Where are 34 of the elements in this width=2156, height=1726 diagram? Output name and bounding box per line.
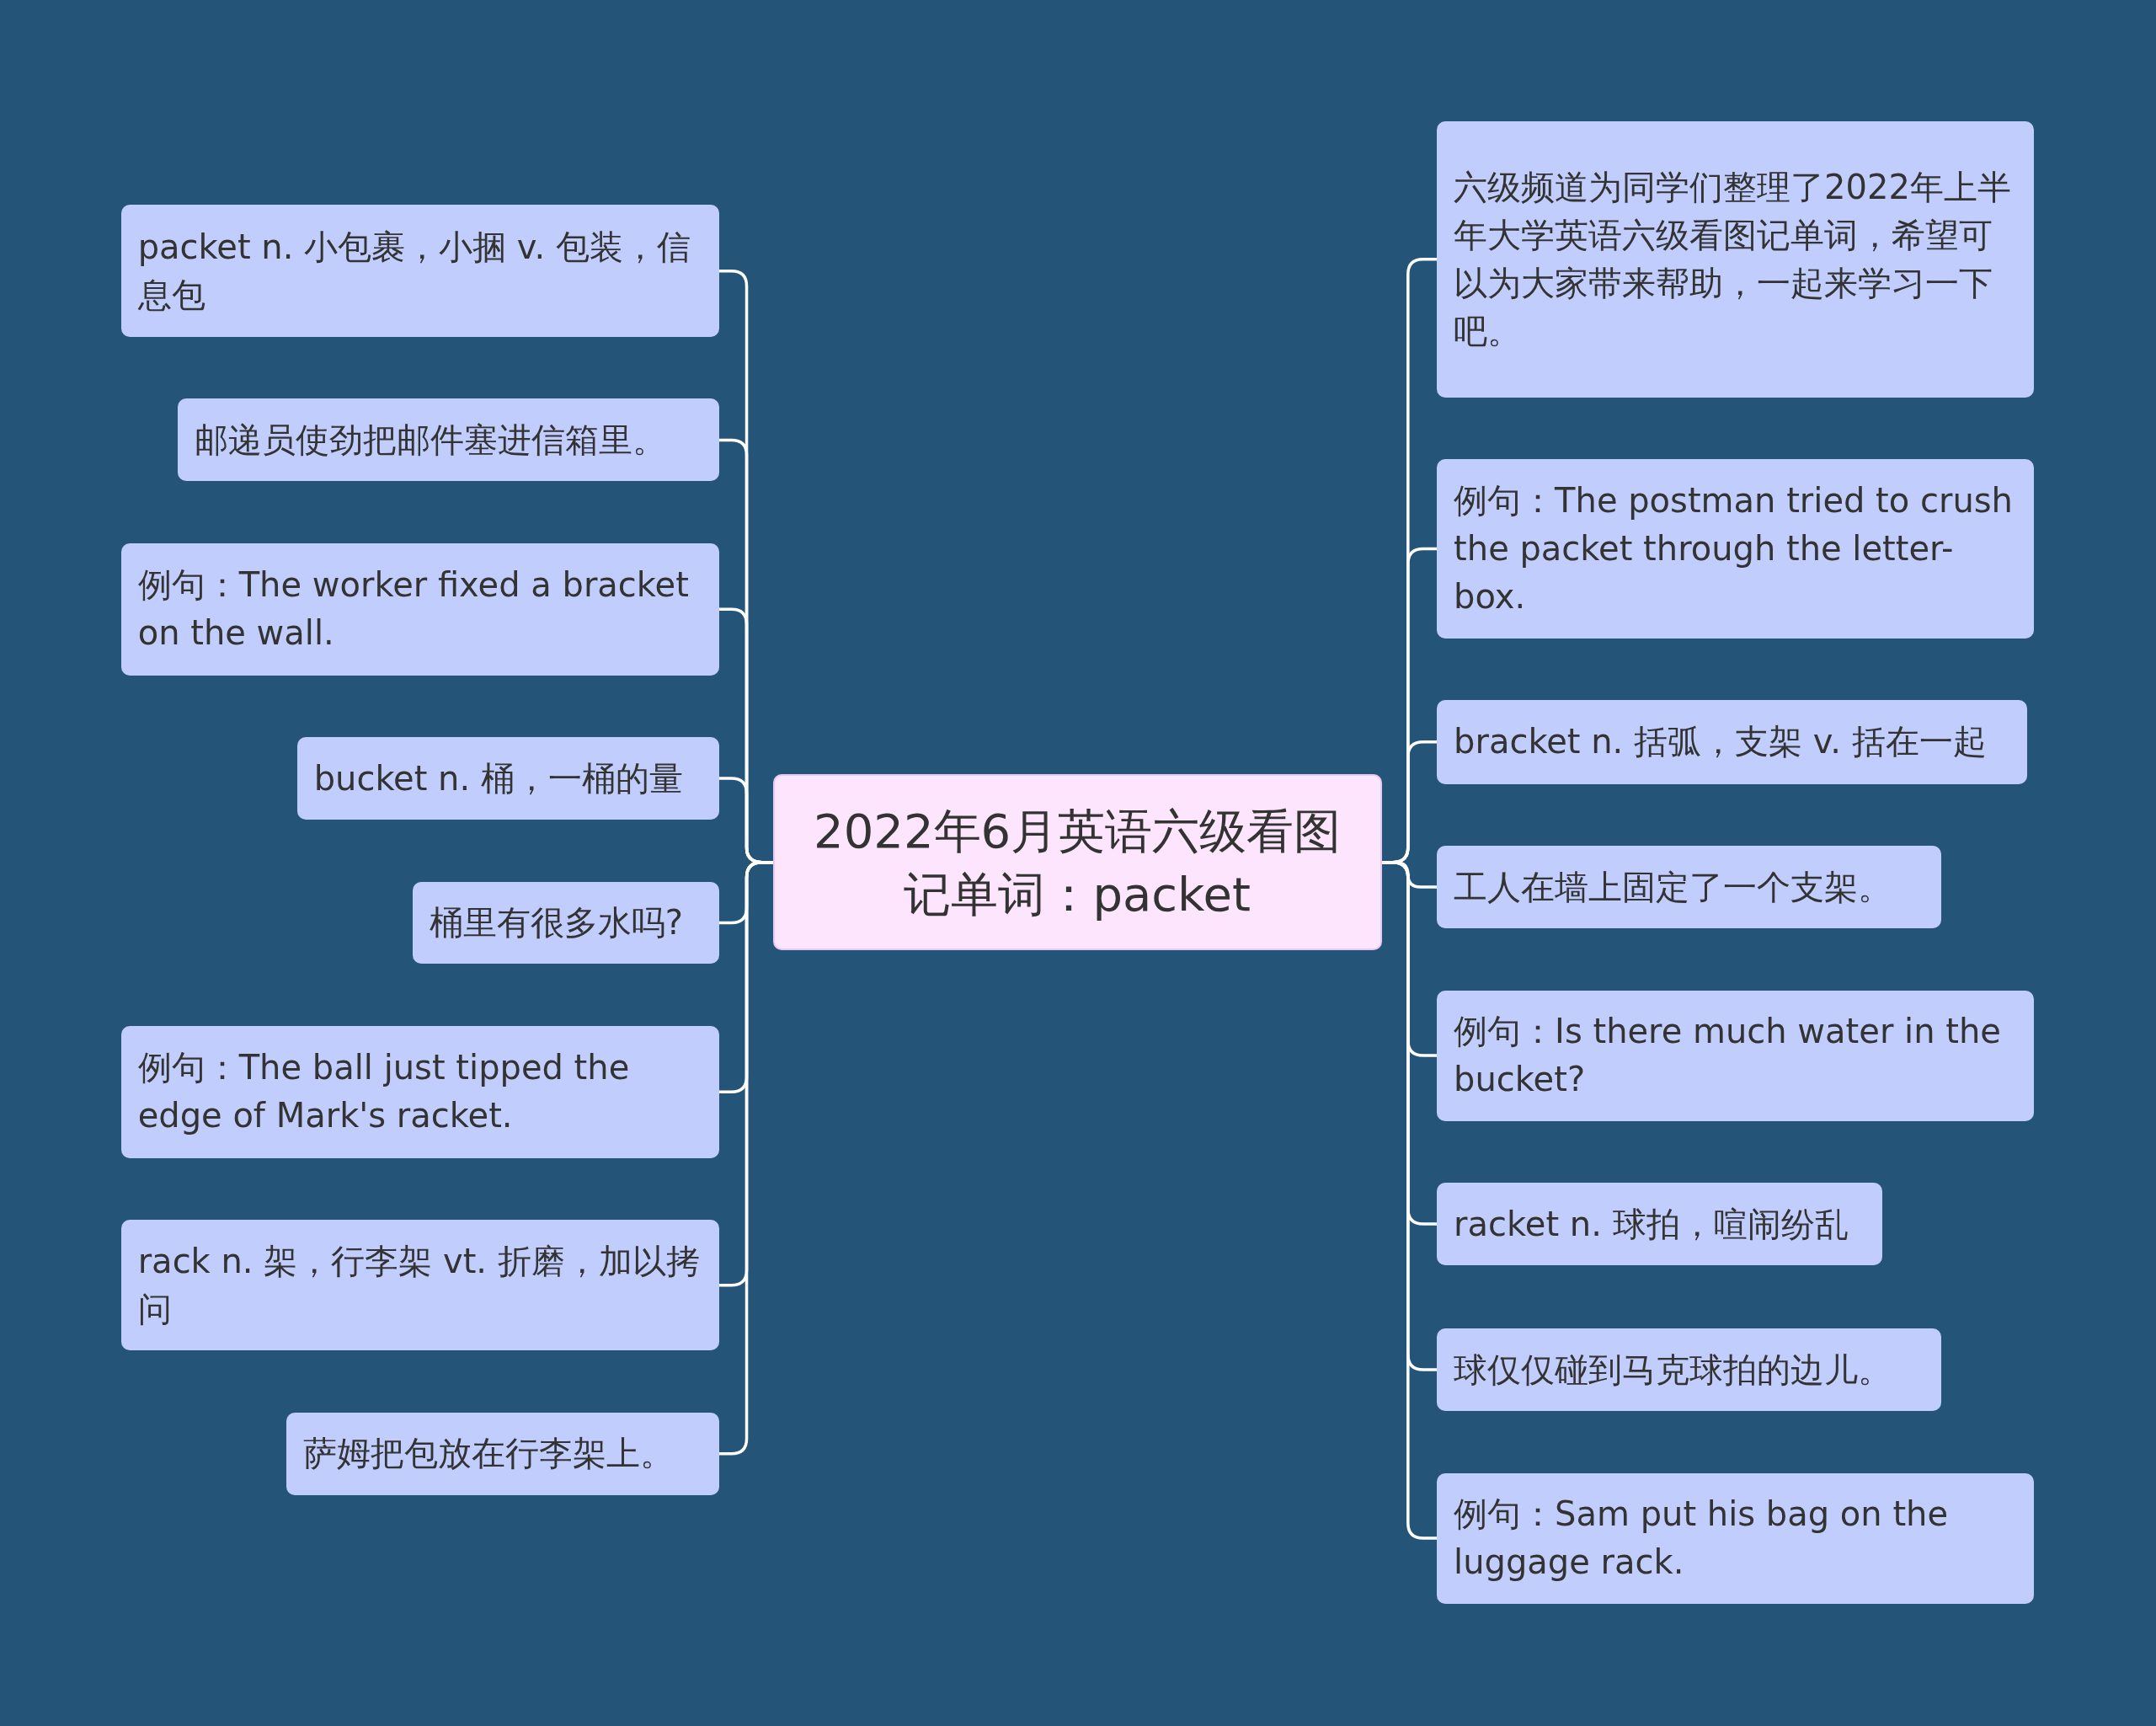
branch-text: 例句：Is there much water in the bucket? [1454,1011,2002,1101]
branch-box [1437,120,2034,398]
branch-box [296,737,719,820]
branch-box [1437,1328,1942,1412]
branch-text: bracket n. 括弧，支架 v. 括在一起 [1454,721,1987,763]
branch-box [1437,990,2034,1121]
branch-text: packet n. 小包裹，小捆 v. 包装，信息包 [137,226,691,316]
branch-box [1437,459,2034,639]
branch-box [120,1220,719,1351]
branch-box [1437,700,2027,784]
topic-text: 2022年6月英语六级看图记单词：packet [813,802,1342,923]
branch-text: bucket n. 桶，一桶的量 [313,757,683,799]
branch-text: 萨姆把包放在行李架上。 [302,1433,674,1475]
branch-box [177,398,719,482]
branch-text: 球仅仅碰到马克球拍的边儿。 [1454,1349,1892,1391]
branch-text: 例句：The ball just tipped the edge of Mark's racket. [137,1047,631,1137]
branch-box [1437,1183,1883,1266]
branch-text: 桶里有很多水吗? [429,902,683,943]
branch-text: racket n. 球拍，喧闹纷乱 [1454,1203,1849,1245]
branch-box [1437,846,1942,929]
topic-box [772,774,1382,951]
branch-box [1437,1472,2034,1604]
branch-box [120,205,719,337]
branch-text: 工人在墙上固定了一个支架。 [1454,866,1892,908]
branch-text: 例句：The worker fixed a bracket on the wall. [137,564,690,655]
branch-text: 邮递员使劲把邮件塞进信箱里。 [194,419,666,461]
branch-text: rack n. 架，行李架 vt. 折磨，加以拷问 [137,1240,701,1330]
branch-box [412,881,719,965]
branch-text: 六级频道为同学们整理了2022年上半年大学英语六级看图记单词，希望可以为大家带来帮助，一起来学习一下吧。 [1454,166,2012,352]
branch-box [286,1412,719,1495]
branch-box [120,542,719,676]
branch-box [120,1025,719,1158]
branch-text: 例句：The postman tried to crush the packet through the letter-box. [1454,479,2014,617]
branch-text: 例句：Sam put his bag on the luggage rack. [1454,1494,1950,1584]
